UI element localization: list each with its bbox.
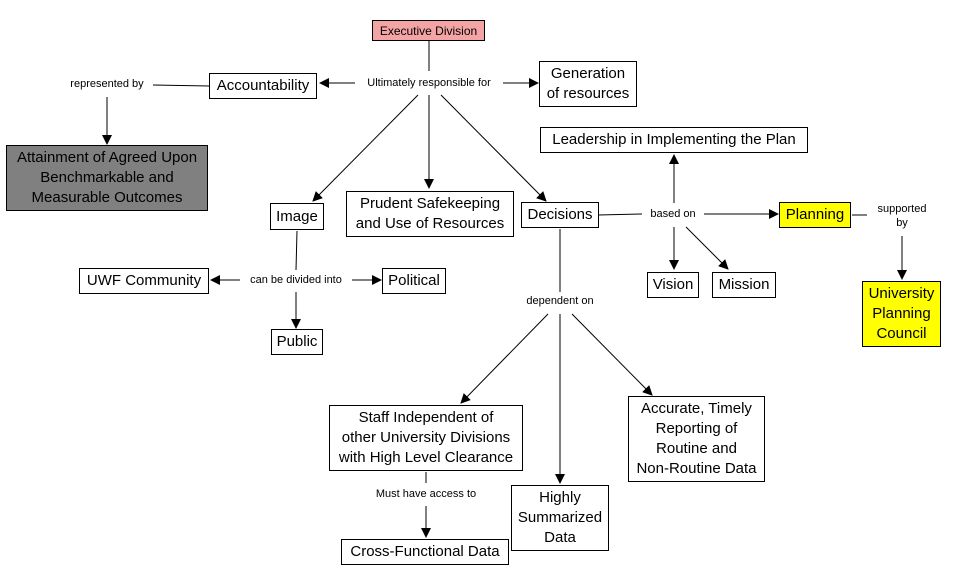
- node-uwf-community[interactable]: UWF Community: [79, 268, 209, 294]
- edge-image-divided: [295, 230, 298, 271]
- node-generation-of-resources[interactable]: Generation of resources: [539, 61, 637, 107]
- node-leadership[interactable]: Leadership in Implementing the Plan: [540, 127, 808, 153]
- node-university-planning-council[interactable]: University Planning Council: [862, 281, 941, 347]
- link-label-supported-by: supported by: [868, 202, 936, 230]
- node-decisions[interactable]: Decisions: [521, 202, 599, 228]
- node-attainment-outcomes[interactable]: Attainment of Agreed Upon Benchmarkable …: [6, 145, 208, 211]
- node-image[interactable]: Image: [270, 203, 324, 230]
- link-label-can-be-divided: can be divided into: [242, 273, 350, 287]
- edge-based-mission: [685, 226, 729, 270]
- node-vision[interactable]: Vision: [647, 272, 699, 298]
- node-cross-functional-data[interactable]: Cross-Functional Data: [341, 539, 509, 565]
- edge-decisions-based: [597, 213, 643, 216]
- link-label-represented-by: represented by: [62, 77, 152, 91]
- node-public[interactable]: Public: [271, 329, 323, 355]
- link-label-must-have-access: Must have access to: [366, 487, 486, 501]
- node-accurate-timely-reporting[interactable]: Accurate, Timely Reporting of Routine an…: [628, 396, 765, 482]
- node-highly-summarized-data[interactable]: Highly Summarized Data: [511, 485, 609, 551]
- node-mission[interactable]: Mission: [712, 272, 776, 298]
- edge-accountability-represented: [152, 84, 210, 87]
- edge-dependent-staff: [460, 313, 549, 404]
- link-label-dependent-on: dependent on: [518, 294, 602, 308]
- node-accountability[interactable]: Accountability: [209, 73, 317, 99]
- link-label-ultimately-responsible: Ultimately responsible for: [358, 76, 500, 90]
- node-staff-independent[interactable]: Staff Independent of other University Di…: [329, 405, 523, 471]
- link-label-based-on: based on: [644, 207, 702, 221]
- node-political[interactable]: Political: [382, 268, 446, 294]
- edge-dependent-accurate: [571, 313, 653, 396]
- edge-ultimately-image: [312, 94, 419, 202]
- node-planning[interactable]: Planning: [779, 202, 851, 228]
- node-prudent-safekeeping[interactable]: Prudent Safekeeping and Use of Resources: [346, 191, 514, 237]
- edge-ultimately-decisions: [440, 94, 547, 202]
- node-executive-division[interactable]: Executive Division: [372, 20, 485, 41]
